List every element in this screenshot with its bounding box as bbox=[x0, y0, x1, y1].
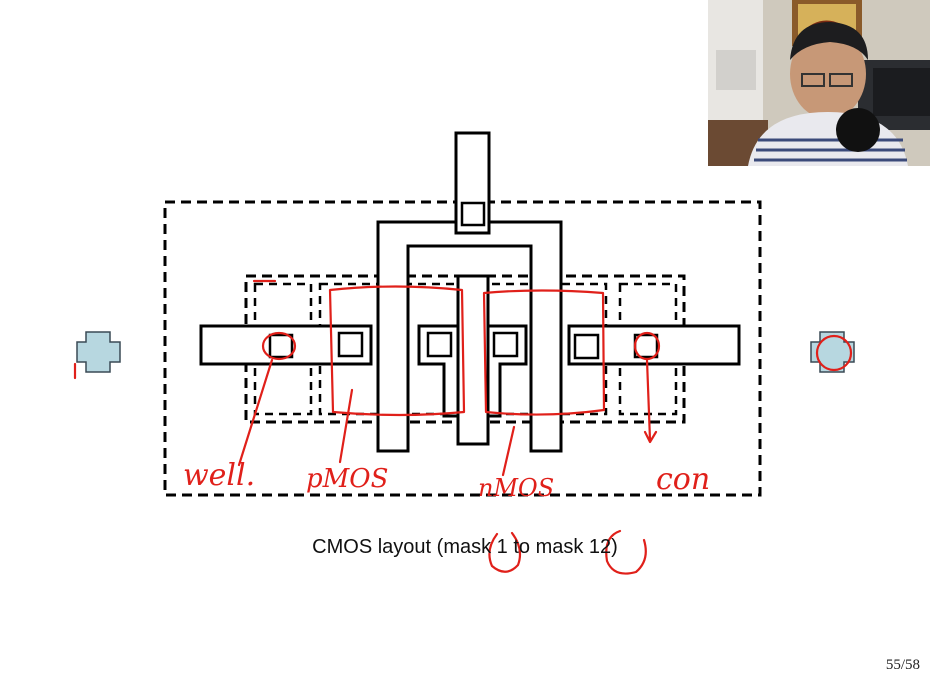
nmos-drain-contact bbox=[492, 331, 519, 358]
pmos-drain-contact bbox=[426, 331, 453, 358]
well-contact bbox=[268, 333, 294, 359]
red-annotations bbox=[73, 279, 853, 575]
nmos-source-contact bbox=[573, 333, 600, 360]
slide-caption: CMOS layout (mask 1 to mask 12) bbox=[312, 536, 618, 558]
right-pad-circle bbox=[815, 334, 853, 372]
gate-contact bbox=[460, 201, 486, 227]
well-label: well. bbox=[183, 458, 255, 493]
nmos-outline-annotation bbox=[482, 289, 606, 416]
pmos-source-contact bbox=[337, 331, 364, 358]
well-contact-region bbox=[253, 282, 313, 416]
well-contact-circle bbox=[261, 331, 297, 361]
mask-1-circle bbox=[488, 531, 522, 573]
pmos-label: pMOS bbox=[306, 464, 388, 494]
left-pad-icon bbox=[76, 331, 121, 373]
nmos-arrow bbox=[501, 425, 516, 477]
webcam-video bbox=[708, 0, 930, 166]
pmos-arrow bbox=[338, 388, 354, 464]
con-label: con bbox=[656, 462, 710, 497]
mask-12-circle bbox=[605, 529, 647, 575]
nmos-label: nMOS bbox=[478, 474, 554, 502]
con-arrow bbox=[643, 358, 658, 444]
poly-gate bbox=[376, 220, 563, 453]
pmos-outline-annotation bbox=[328, 285, 466, 417]
presenter-webcam bbox=[708, 0, 930, 166]
page-number: 55/58 bbox=[885, 657, 920, 673]
well-arrow bbox=[237, 358, 274, 467]
